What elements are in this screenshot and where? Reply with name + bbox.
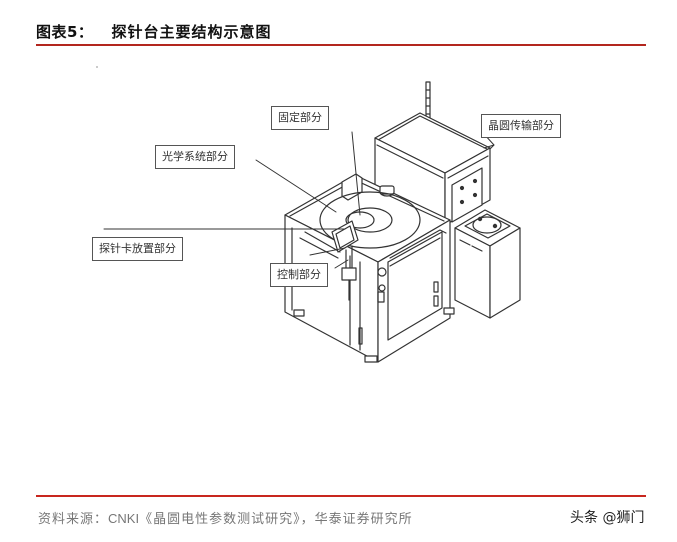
callout-label: 光学系统部分 — [162, 150, 228, 163]
callout-label: 探针卡放置部分 — [99, 242, 176, 255]
figure-number: 图表5： — [36, 22, 94, 41]
watermark: 头条 @狮门 — [570, 510, 645, 526]
leader-lines — [103, 131, 495, 269]
probe-station-diagram: 固定部分 晶圆传输部分 光学系统部分 探针卡放置部分 控制部分 — [0, 50, 677, 490]
footer-divider — [36, 495, 646, 497]
source-citation: 资料来源：CNKI《晶圆电性参数测试研究》，华泰证券研究所 — [38, 508, 413, 527]
loader-cabinet — [454, 209, 521, 319]
callout-wafer-transfer: 晶圆传输部分 — [481, 114, 561, 138]
probe-station-drawing — [96, 66, 521, 363]
wafer-transfer-unit — [374, 81, 491, 226]
main-prober-body — [284, 173, 455, 363]
callout-fixed-part: 固定部分 — [271, 106, 329, 130]
callout-control: 控制部分 — [270, 263, 328, 287]
callout-label: 固定部分 — [278, 111, 322, 124]
callout-label: 控制部分 — [277, 268, 321, 281]
callout-probe-card: 探针卡放置部分 — [92, 237, 183, 261]
callout-optical-system: 光学系统部分 — [155, 145, 235, 169]
callout-label: 晶圆传输部分 — [488, 119, 554, 132]
source-prefix: 资料来源： — [38, 512, 109, 527]
source-rest: 《晶圆电性参数测试研究》，华泰证券研究所 — [139, 512, 413, 527]
source-org: CNKI — [108, 511, 140, 526]
figure-title: 探针台主要结构示意图 — [111, 22, 272, 41]
figure-header: 图表5： 探针台主要结构示意图 — [36, 18, 646, 46]
